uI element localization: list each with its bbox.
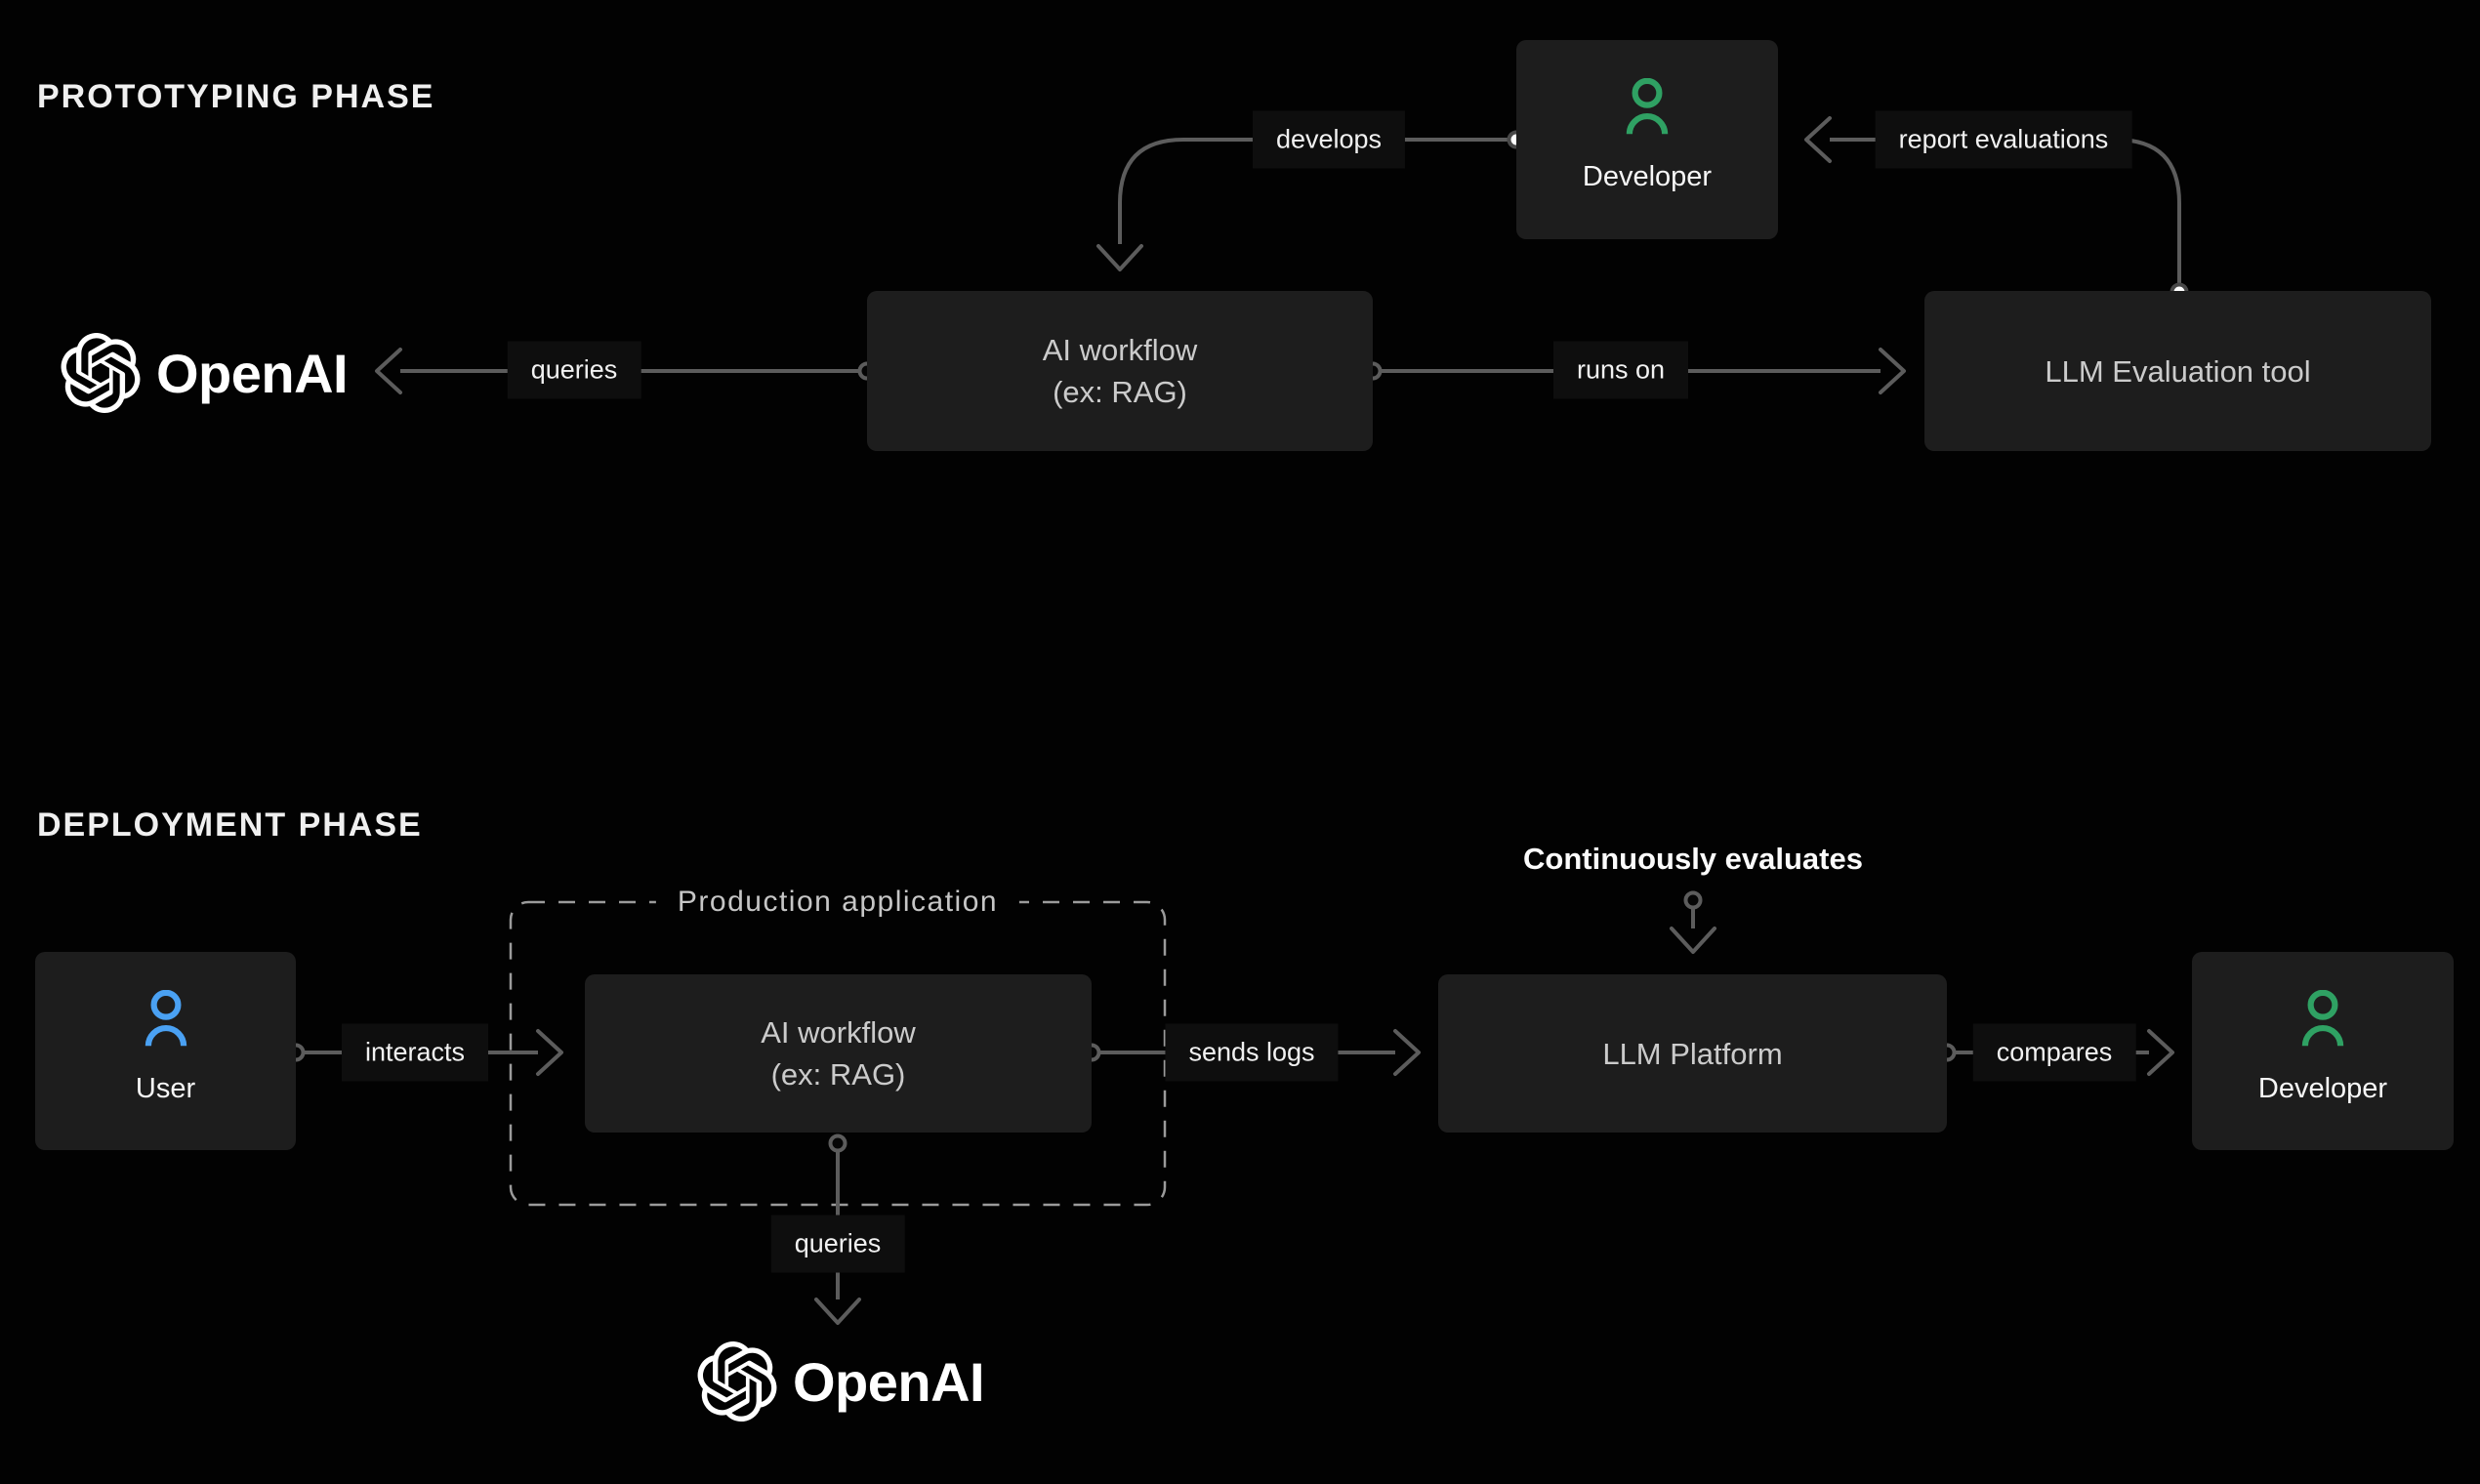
node-ai-workflow-prototyping: AI workflow (ex: RAG) [867,291,1373,451]
node-llm-evaluation-tool: LLM Evaluation tool [1924,291,2431,451]
person-icon [1626,78,1669,135]
prototyping-phase-title: PROTOTYPING PHASE [37,78,435,115]
node-label: Developer [1582,161,1713,192]
openai-wordmark: OpenAI [793,1350,985,1413]
connector-ring [828,1134,847,1153]
edge-label-interacts: interacts [341,1023,489,1082]
node-ai-workflow-deployment: AI workflow (ex: RAG) [585,974,1092,1133]
node-user: User [35,952,296,1150]
node-label: LLM Platform [1602,1036,1783,1071]
openai-wordmark: OpenAI [156,342,349,404]
openai-icon [697,1341,777,1422]
node-label-line1: AI workflow [1042,333,1198,367]
connector-ring [1683,890,1703,910]
openai-logo-deployment: OpenAI [697,1340,985,1423]
node-developer-deployment: Developer [2192,952,2454,1150]
edge-develops-arrowhead [1096,244,1143,271]
openai-icon [61,333,141,413]
edge-sends-logs-arrowhead [1393,1029,1421,1076]
node-label-line1: AI workflow [761,1015,916,1050]
edge-queries-top-arrowhead [375,348,402,394]
edge-interacts-arrowhead [536,1029,563,1076]
edge-label-develops: develops [1252,110,1406,169]
edge-queries-bottom-arrowhead [814,1298,861,1325]
edge-compares-arrowhead [2147,1029,2174,1076]
node-llm-platform: LLM Platform [1438,974,1947,1133]
node-label-line2: (ex: RAG) [770,1057,906,1092]
production-application-label: Production application [655,884,1020,921]
node-label: LLM Evaluation tool [2045,353,2311,389]
node-label-line2: (ex: RAG) [1053,375,1187,409]
edge-label-report-evaluations: report evaluations [1875,110,2132,169]
edge-report-evaluations-arrowhead [1804,116,1832,163]
edge-label-runs-on: runs on [1552,341,1689,399]
node-developer-prototyping: Developer [1516,40,1778,239]
deployment-phase-title: DEPLOYMENT PHASE [37,806,423,844]
continuously-evaluates-label: Continuously evaluates [1523,842,1863,876]
node-label: Developer [2257,1072,2388,1104]
person-icon [145,989,186,1046]
edge-continuously-evaluates-arrowhead [1670,927,1716,954]
person-icon [2301,989,2344,1046]
edge-label-sends-logs: sends logs [1165,1023,1339,1082]
openai-logo-prototyping: OpenAI [61,331,349,415]
edge-develops-line [1118,138,1509,244]
edge-label-queries-top: queries [507,341,641,399]
node-label: User [135,1072,196,1104]
edge-label-queries-bottom: queries [770,1215,905,1273]
edge-label-compares: compares [1972,1023,2136,1082]
edge-runs-on-arrowhead [1879,348,1906,394]
